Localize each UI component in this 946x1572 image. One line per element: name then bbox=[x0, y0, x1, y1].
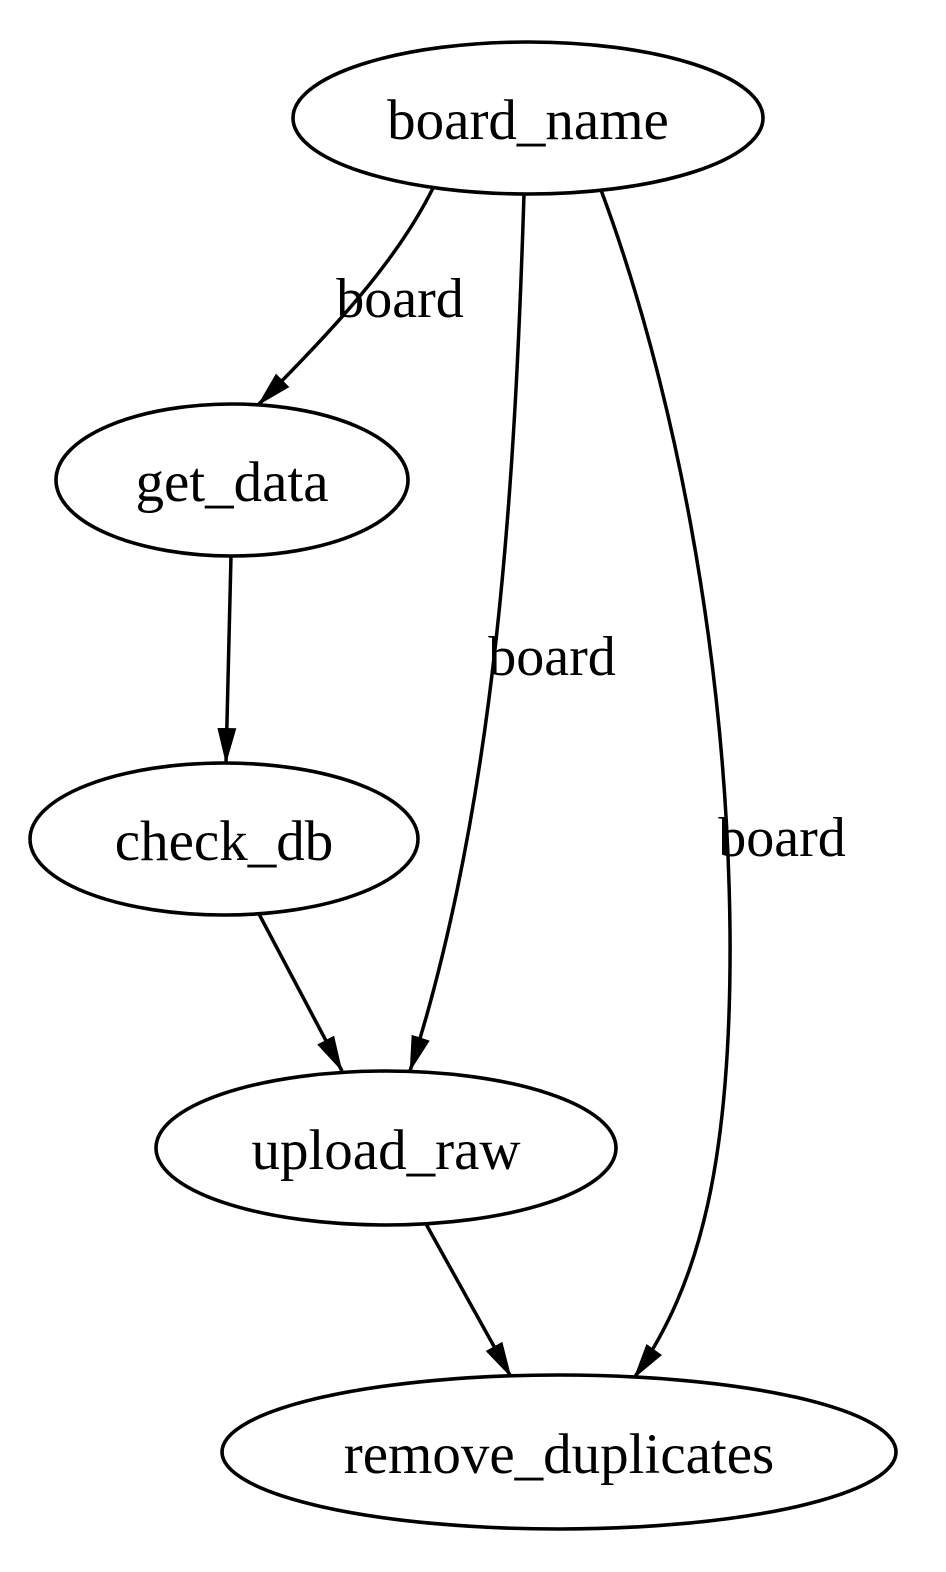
node-upload_raw-ellipse bbox=[154, 1069, 618, 1227]
node-check_db-label: check_db bbox=[115, 810, 333, 873]
node-check_db-ellipse bbox=[28, 761, 420, 917]
node-remove_duplicates-label: remove_duplicates bbox=[344, 1423, 775, 1486]
node-group: board_name get_data check_db upload_raw … bbox=[28, 40, 898, 1531]
edge-board_name-remove_duplicates bbox=[599, 189, 732, 1380]
edge-label-board-3: board bbox=[718, 807, 846, 869]
edge-label-board-2: board bbox=[488, 626, 616, 688]
node-check_db: check_db bbox=[28, 761, 420, 917]
node-remove_duplicates-ellipse bbox=[220, 1373, 898, 1531]
node-get_data-label: get_data bbox=[135, 451, 328, 514]
edge-label-board-1: board bbox=[336, 268, 464, 330]
edge-check_db-upload_raw bbox=[257, 913, 344, 1072]
node-remove_duplicates: remove_duplicates bbox=[220, 1373, 898, 1531]
edge-upload_raw-remove_duplicates bbox=[424, 1223, 513, 1378]
node-board_name: board_name bbox=[291, 40, 765, 196]
node-board_name-ellipse bbox=[291, 40, 765, 196]
edge-label-group: board board board bbox=[336, 268, 846, 869]
edge-get_data-check_db bbox=[217, 555, 237, 764]
edge-group bbox=[217, 187, 732, 1380]
node-board_name-label: board_name bbox=[387, 89, 669, 152]
edge-board_name-upload_raw bbox=[408, 193, 526, 1072]
edge-board_name-get_data bbox=[256, 187, 435, 407]
node-get_data: get_data bbox=[54, 402, 410, 558]
node-get_data-ellipse bbox=[54, 402, 410, 558]
node-upload_raw-label: upload_raw bbox=[251, 1119, 520, 1182]
node-upload_raw: upload_raw bbox=[154, 1069, 618, 1227]
